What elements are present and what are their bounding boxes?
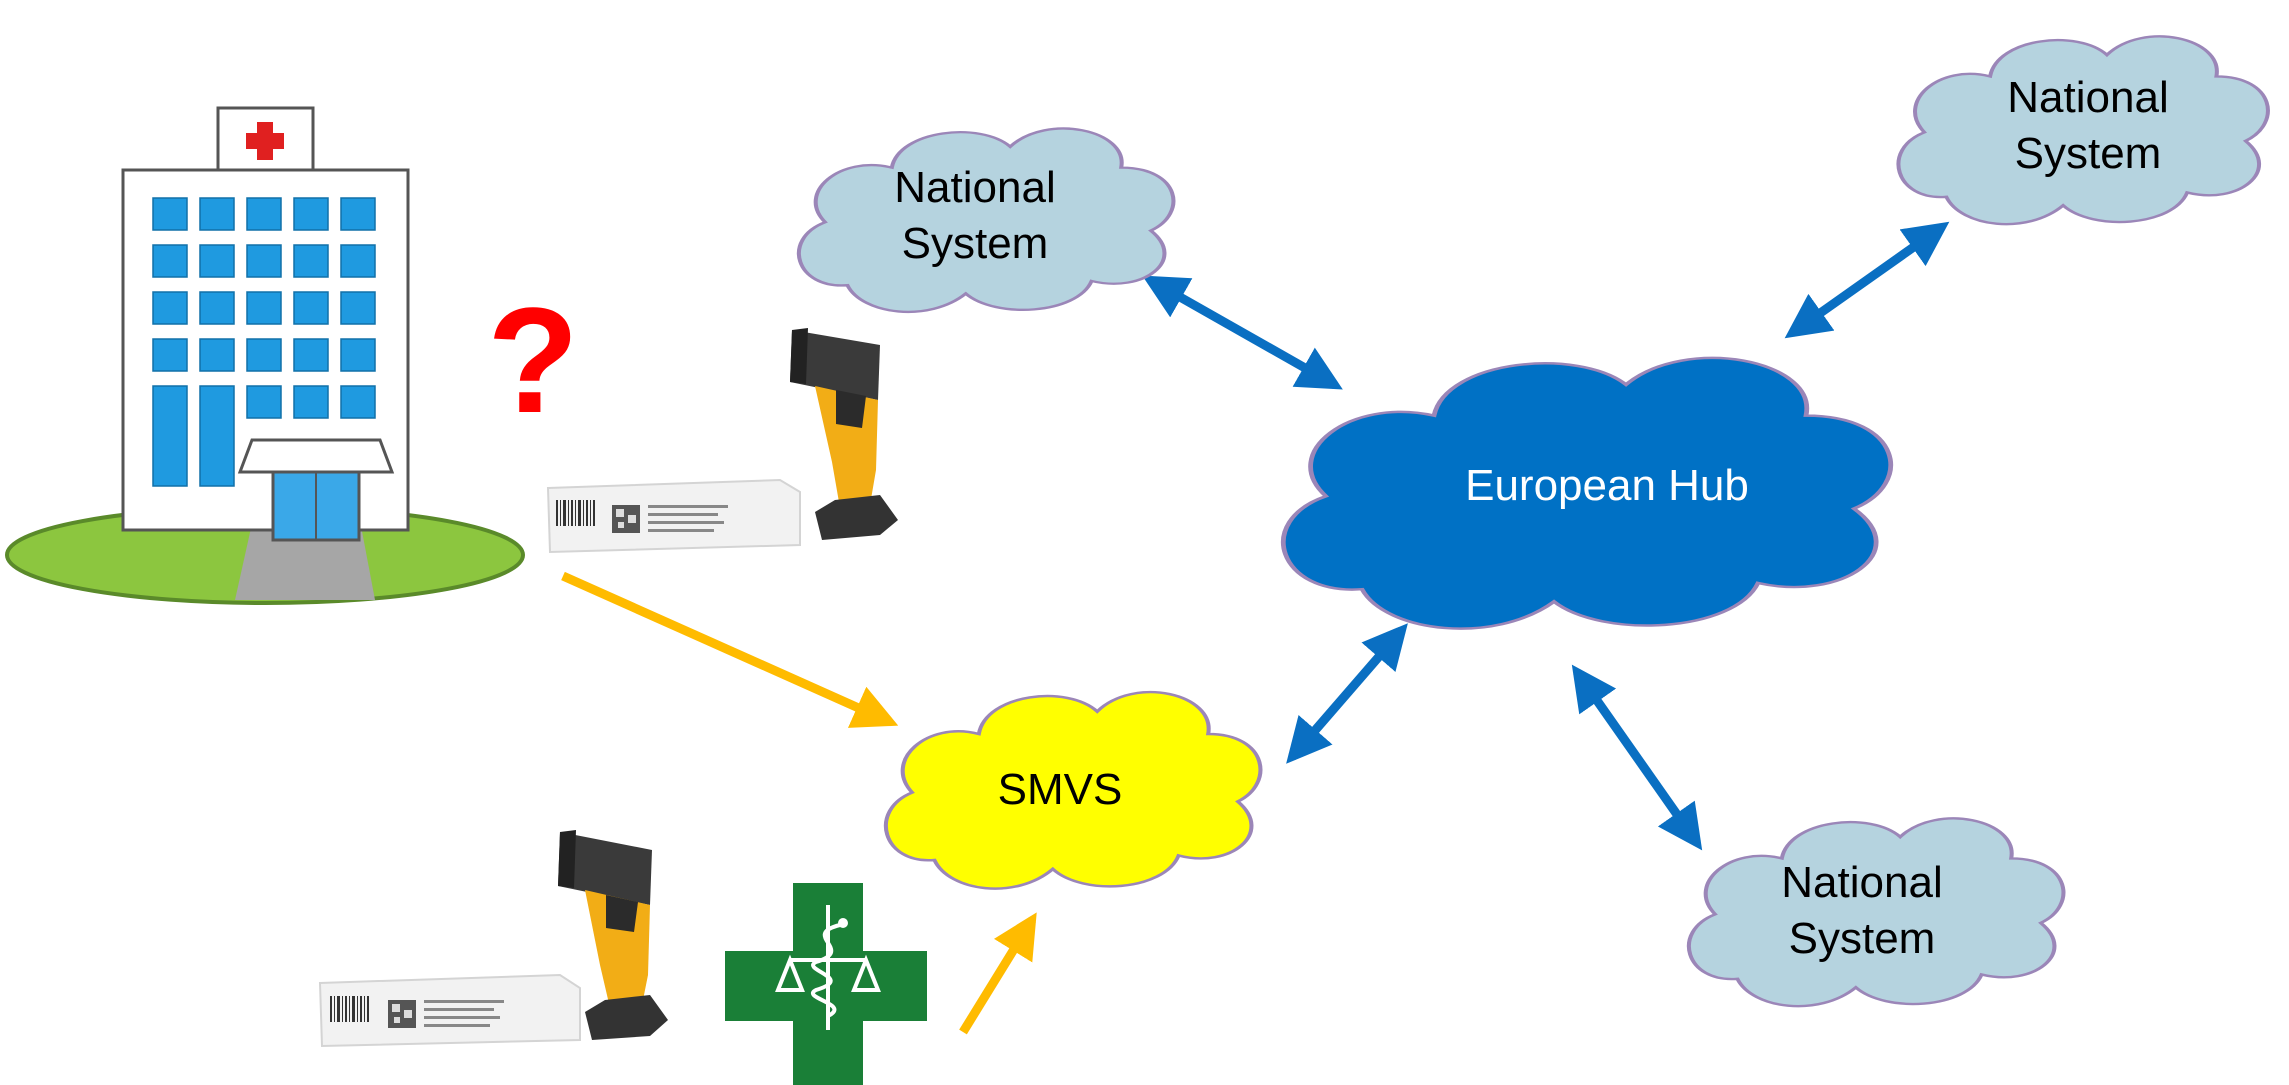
national-system-label-line1: National xyxy=(2007,73,2168,122)
national-system-cloud: National System xyxy=(799,129,1174,312)
bidirectional-arrow-icon xyxy=(1286,623,1408,764)
bidirectional-arrow-icon xyxy=(1784,221,1950,339)
hospital-icon xyxy=(5,106,525,605)
flow-arrow-icon xyxy=(561,571,899,728)
question-mark-icon: ? xyxy=(487,276,579,444)
bidirectional-arrow-icon xyxy=(1142,275,1343,390)
national-system-cloud: National System xyxy=(1898,36,2267,224)
european-hub-cloud: European Hub xyxy=(1283,358,1890,629)
national-system-label-line2: System xyxy=(2015,129,2162,178)
national-system-label-line1: National xyxy=(894,163,1055,212)
national-system-label-line2: System xyxy=(1789,914,1936,963)
european-hub-label: European Hub xyxy=(1465,461,1749,510)
medicine-box-icon xyxy=(546,478,801,554)
medicine-box-icon xyxy=(318,973,581,1048)
pharmacy-cross-icon xyxy=(725,883,927,1085)
bidirectional-arrow-icon xyxy=(1571,664,1703,851)
flow-arrow-icon xyxy=(959,912,1037,1035)
barcode-scanner-icon xyxy=(558,830,668,1040)
smvs-cloud: SMVS xyxy=(886,692,1261,888)
national-system-label-line1: National xyxy=(1781,858,1942,907)
smvs-label: SMVS xyxy=(998,765,1123,814)
national-system-label-line2: System xyxy=(902,219,1049,268)
barcode-scanner-icon xyxy=(790,328,898,540)
national-system-cloud: National System xyxy=(1689,818,2064,1006)
